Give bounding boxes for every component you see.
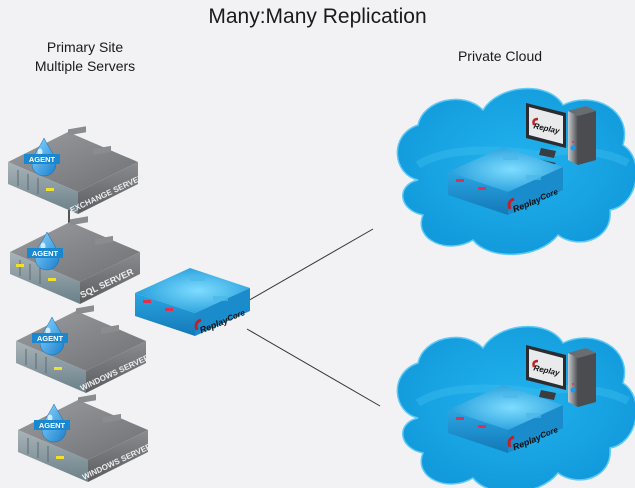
primary-site-label: Primary Site Multiple Servers bbox=[10, 38, 160, 76]
replay-logo-icon bbox=[507, 435, 515, 448]
agent-icon: AGENT bbox=[26, 231, 64, 271]
server-sql: SQL SERVER bbox=[9, 215, 141, 305]
svg-text:AGENT: AGENT bbox=[32, 249, 59, 258]
server-windows-2: WINDOWS SERVER bbox=[17, 393, 153, 483]
workstation: Replay bbox=[501, 345, 596, 413]
replay-core-appliance: Replay Core bbox=[135, 268, 250, 336]
diagram-title: Many:Many Replication bbox=[208, 5, 427, 28]
replay-logo-icon bbox=[532, 117, 539, 126]
replication-link-to-cloud-1 bbox=[245, 228, 374, 303]
agent-icon: AGENT bbox=[33, 403, 71, 443]
agent-icon: AGENT bbox=[23, 137, 61, 177]
replay-logo-icon bbox=[532, 359, 539, 368]
agent-icon: AGENT bbox=[31, 316, 69, 356]
server-exchange: EXCHANGE SERVER bbox=[7, 125, 145, 215]
private-cloud-2: Replay Replay Core bbox=[397, 327, 635, 488]
private-cloud-label: Private Cloud bbox=[457, 48, 543, 64]
workstation: Replay bbox=[501, 103, 596, 171]
svg-text:AGENT: AGENT bbox=[37, 334, 64, 343]
private-cloud-1: Replay Replay Core bbox=[397, 89, 635, 255]
replication-link-to-cloud-2 bbox=[246, 328, 381, 407]
svg-text:AGENT: AGENT bbox=[29, 155, 56, 164]
server-windows-1: WINDOWS SERVER bbox=[15, 304, 151, 394]
primary-site-label-line2: Multiple Servers bbox=[34, 58, 136, 74]
replay-logo-icon bbox=[507, 197, 515, 210]
primary-site-label-line1: Primary Site bbox=[46, 39, 124, 55]
replay-logo-icon bbox=[194, 318, 202, 331]
svg-text:AGENT: AGENT bbox=[39, 421, 66, 430]
